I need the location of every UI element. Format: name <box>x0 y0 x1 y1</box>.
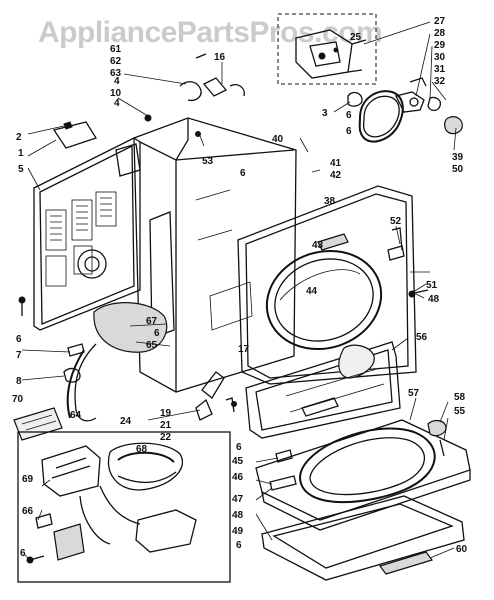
drum-belt <box>358 77 463 143</box>
label-7: 7 <box>16 350 22 361</box>
label-27: 27 <box>434 16 446 27</box>
label-55: 55 <box>454 406 466 417</box>
label-3: 3 <box>322 108 328 119</box>
cabinet-rear-panel <box>33 137 141 331</box>
hinge-parts <box>195 371 339 491</box>
label-45: 45 <box>232 456 244 467</box>
label-70: 70 <box>12 394 24 405</box>
harness-inset-box <box>17 431 231 583</box>
label-6h: 6 <box>346 110 352 121</box>
label-8: 8 <box>16 376 22 387</box>
top-brackets <box>52 53 245 177</box>
label-41: 41 <box>330 158 342 169</box>
label-61: 61 <box>110 44 122 55</box>
label-62: 62 <box>110 56 122 67</box>
label-6e: 6 <box>236 442 242 453</box>
label-64: 64 <box>70 410 82 421</box>
label-48b: 48 <box>232 510 244 521</box>
label-53: 53 <box>202 156 214 167</box>
label-50: 50 <box>452 164 464 175</box>
leader-lines <box>21 21 457 561</box>
label-6f: 6 <box>236 540 242 551</box>
label-6c: 6 <box>346 126 352 137</box>
label-5: 5 <box>18 164 24 175</box>
label-68: 68 <box>136 444 148 455</box>
label-31: 31 <box>434 64 446 75</box>
label-6d: 6 <box>154 328 160 339</box>
label-22: 22 <box>160 432 172 443</box>
label-46: 46 <box>232 472 244 483</box>
label-63: 63 <box>110 68 122 79</box>
label-6b: 6 <box>240 168 246 179</box>
base-panel <box>261 495 465 581</box>
label-4b: 4 <box>114 98 120 109</box>
label-40: 40 <box>272 134 284 145</box>
label-65: 65 <box>146 340 158 351</box>
label-69: 69 <box>22 474 34 485</box>
label-24: 24 <box>120 416 132 427</box>
label-39: 39 <box>452 152 464 163</box>
label-58: 58 <box>454 392 466 403</box>
cabinet-body <box>66 117 297 422</box>
label-21: 21 <box>160 420 172 431</box>
label-43: 43 <box>312 240 324 251</box>
label-6g: 6 <box>20 548 26 559</box>
label-2: 2 <box>16 132 22 143</box>
label-1: 1 <box>18 148 24 159</box>
label-51: 51 <box>426 280 438 291</box>
label-67: 67 <box>146 316 158 327</box>
label-25: 25 <box>350 32 362 43</box>
label-47: 47 <box>232 494 244 505</box>
label-28: 28 <box>434 28 446 39</box>
label-48a: 48 <box>428 294 440 305</box>
label-4a: 4 <box>114 76 120 87</box>
right-side-parts <box>391 227 447 457</box>
top-cover <box>255 419 471 531</box>
label-30: 30 <box>434 52 446 63</box>
label-6a: 6 <box>16 334 22 345</box>
label-42: 42 <box>330 170 342 181</box>
label-19: 19 <box>160 408 172 419</box>
front-panel <box>237 185 417 385</box>
label-49: 49 <box>232 526 244 537</box>
label-52: 52 <box>390 216 402 227</box>
label-32: 32 <box>434 76 446 87</box>
part-labels: 1 2 3 4 4 5 6 6 6 6 6 6 6 7 8 10 16 17 1… <box>12 16 468 559</box>
label-56: 56 <box>416 332 428 343</box>
label-57: 57 <box>408 388 420 399</box>
label-66: 66 <box>22 506 34 517</box>
label-10: 10 <box>110 88 122 99</box>
label-60: 60 <box>456 544 468 555</box>
label-38: 38 <box>324 196 336 207</box>
label-16: 16 <box>214 52 226 63</box>
lower-front-panel <box>245 341 401 439</box>
label-29: 29 <box>434 40 446 51</box>
label-17: 17 <box>238 344 250 355</box>
top-inset-box <box>277 13 377 85</box>
label-44: 44 <box>306 286 318 297</box>
